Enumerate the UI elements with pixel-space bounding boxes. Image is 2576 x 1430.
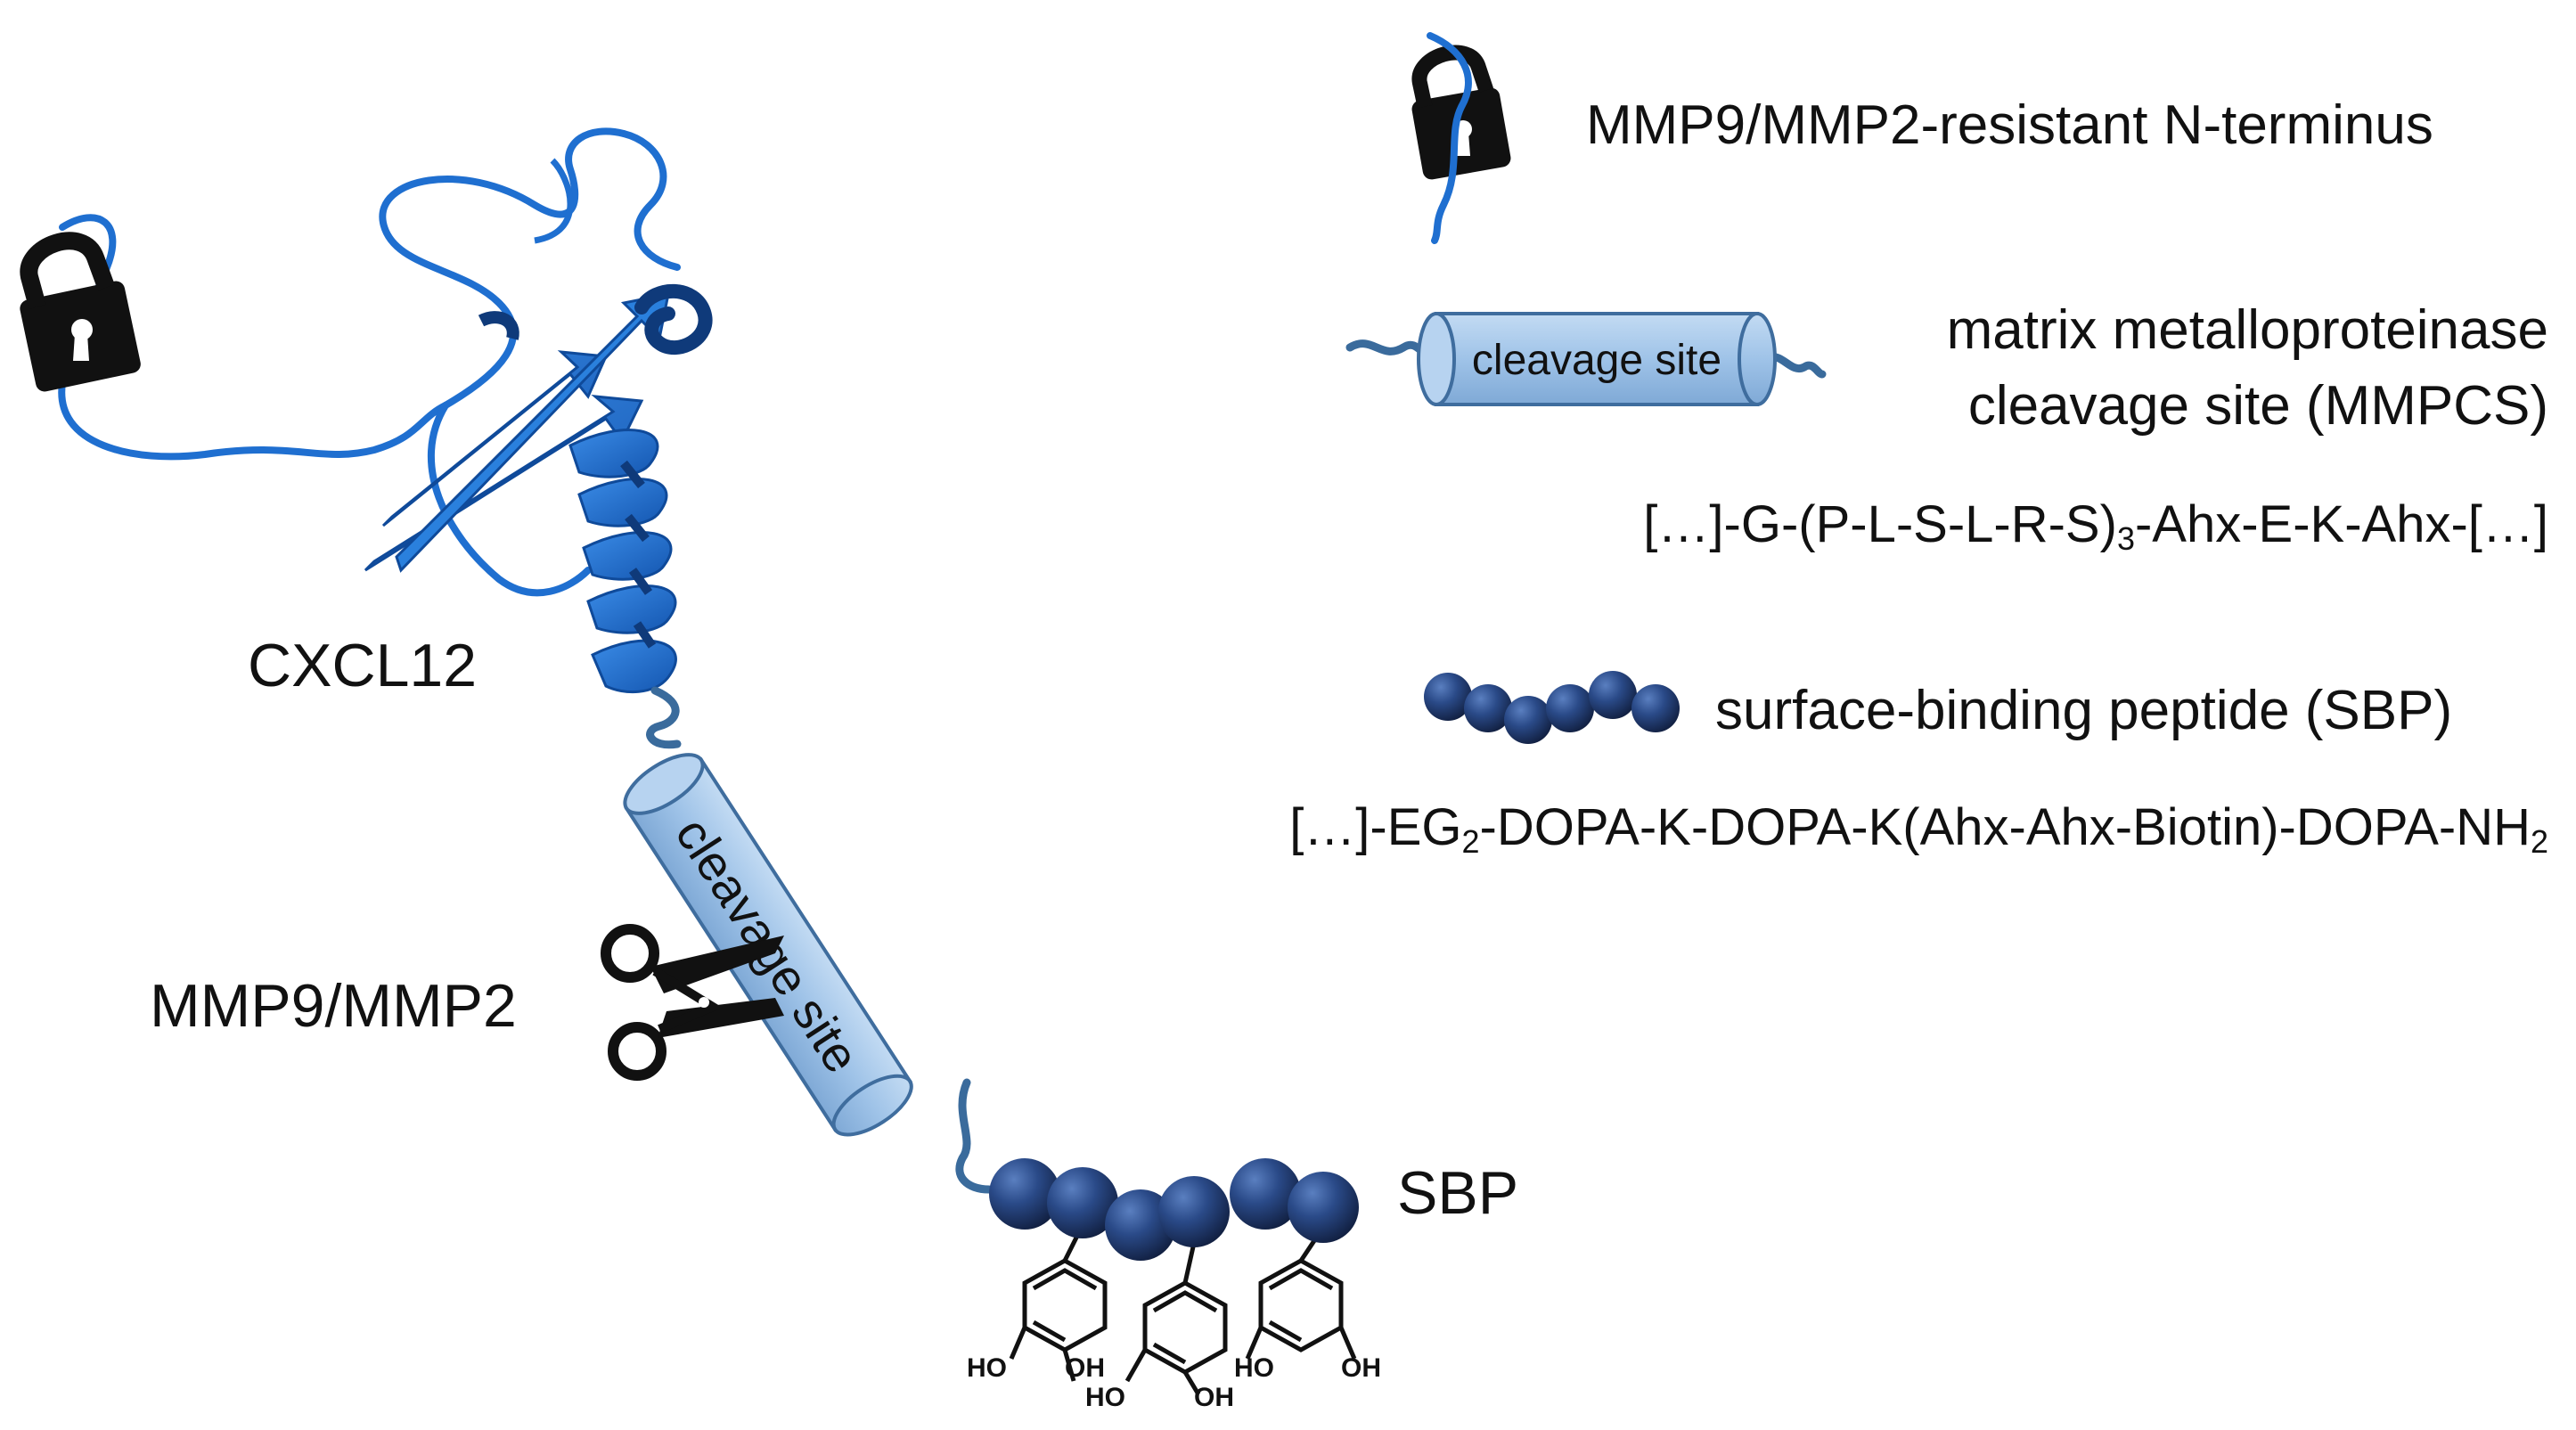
sbp-label: SBP: [1397, 1159, 1519, 1227]
legend-mmpcs-line2: cleavage site (MMPCS): [1967, 375, 2548, 437]
legend-mmpcs-line1: matrix metalloproteinase: [1946, 299, 2548, 361]
legend-sbp-sequence: […]-EG2-DOPA-K-DOPA-K(Ahx-Ahx-Biotin)-DO…: [1289, 798, 2548, 860]
legend-mmpcs-sequence: […]-G-(P-L-S-L-R-S)3-Ahx-E-K-Ahx-[…]: [1643, 495, 2548, 557]
legend-nterm-tail: [1427, 32, 1472, 244]
legend-sbp-label: surface-binding peptide (SBP): [1715, 680, 2453, 741]
protein-label: CXCL12: [248, 632, 478, 699]
legend-cleavage-cylinder: cleavage site: [1345, 312, 1827, 406]
oh-label-2: OH: [1194, 1383, 1234, 1412]
protein-ribbon: [58, 127, 713, 749]
ho-label-2: HO: [1085, 1383, 1125, 1412]
enzyme-label: MMP9/MMP2: [150, 972, 517, 1040]
oh-label-3: OH: [1341, 1353, 1381, 1383]
legend-nterm-label: MMP9/MMP2-resistant N-terminus: [1586, 94, 2433, 156]
lock-icon: [20, 232, 141, 392]
ho-label-3: HO: [1234, 1353, 1274, 1383]
linker: [955, 1078, 994, 1194]
catechol-ring-icon: [1009, 1223, 1357, 1396]
legend-cylinder-label: cleavage site: [1472, 337, 1721, 384]
hydroxyl-labels: HO OH HO OH HO OH: [967, 1353, 1381, 1412]
oh-label-1: OH: [1065, 1353, 1105, 1383]
ho-label-1: HO: [967, 1353, 1007, 1383]
legend-sbp-spheres: [1424, 671, 1680, 744]
peptide-sphere-chain: [989, 1158, 1359, 1261]
scissors-icon: [601, 924, 784, 1081]
legend-lock-icon: [1411, 45, 1511, 180]
